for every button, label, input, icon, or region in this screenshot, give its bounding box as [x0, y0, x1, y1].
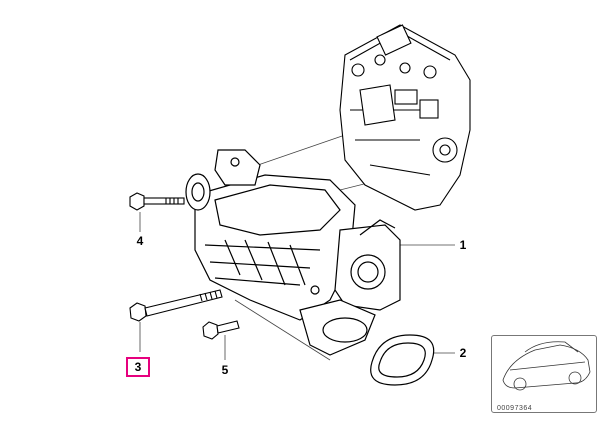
callout-5[interactable]: 5	[219, 363, 231, 377]
callout-4[interactable]: 4	[134, 234, 146, 248]
bolt-part-4	[129, 192, 185, 211]
callout-3-label: 3	[134, 360, 142, 374]
bolt-part-5	[202, 320, 240, 340]
bolt-part-3	[129, 289, 223, 322]
engine-block	[339, 24, 471, 211]
callout-2-label: 2	[459, 346, 467, 360]
callout-3[interactable]: 3	[126, 357, 150, 377]
supercharger-assembly	[185, 149, 401, 356]
catalog-number: 00097364	[497, 405, 533, 412]
callout-2[interactable]: 2	[457, 346, 469, 360]
callout-4-label: 4	[136, 234, 144, 248]
vehicle-inset-frame	[491, 335, 597, 413]
callout-1-label: 1	[459, 238, 467, 252]
gasket-part-2	[370, 334, 435, 386]
callout-1[interactable]: 1	[457, 238, 469, 252]
vehicle-thumbnail-icon	[502, 341, 591, 391]
callout-5-label: 5	[221, 363, 229, 377]
